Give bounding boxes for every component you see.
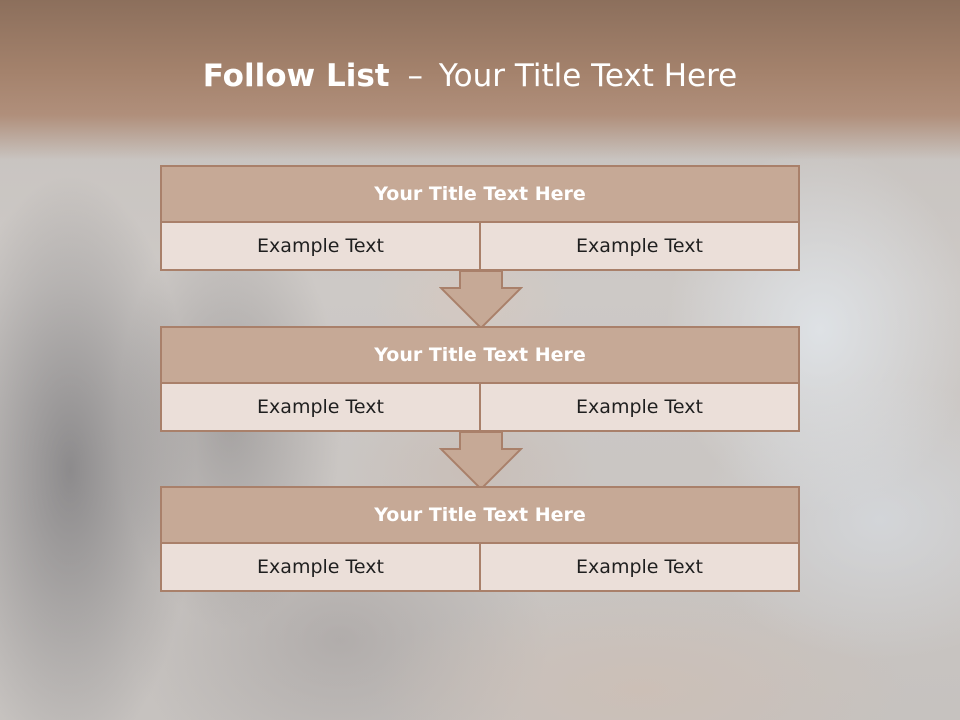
slide-title: Follow List – Your Title Text Here (0, 52, 940, 100)
block-row: Example Text Example Text (160, 382, 800, 432)
block-cell-right: Example Text (479, 221, 800, 271)
slide-title-bold: Follow List (202, 58, 390, 94)
header-band (0, 0, 960, 160)
block-title: Your Title Text Here (160, 486, 800, 544)
down-arrow-icon (439, 431, 523, 491)
block-cell-left: Example Text (160, 221, 481, 271)
down-arrow-icon (439, 270, 523, 330)
block-cell-right: Example Text (479, 382, 800, 432)
block-row: Example Text Example Text (160, 221, 800, 271)
block-title: Your Title Text Here (160, 165, 800, 223)
block-cell-left: Example Text (160, 542, 481, 592)
block-cell-left: Example Text (160, 382, 481, 432)
block-title: Your Title Text Here (160, 326, 800, 384)
slide-title-rest: Your Title Text Here (438, 58, 738, 94)
slide-title-separator: – (407, 58, 423, 94)
block-row: Example Text Example Text (160, 542, 800, 592)
block-cell-right: Example Text (479, 542, 800, 592)
